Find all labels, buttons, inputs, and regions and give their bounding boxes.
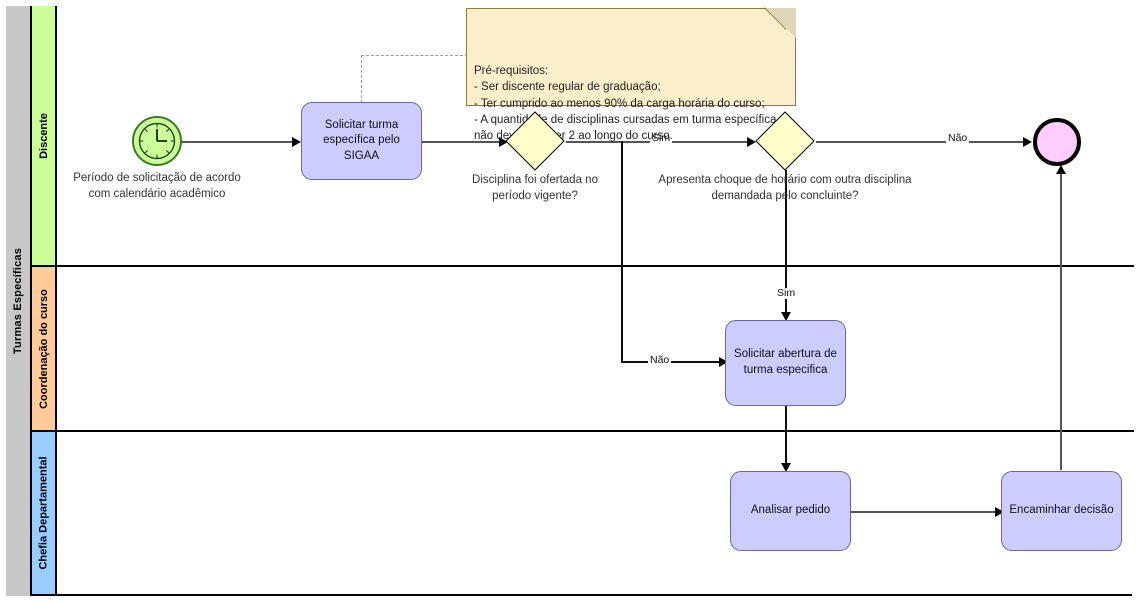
flow-gw-choque-nao (816, 141, 1028, 143)
flow-label-nao-oferta: Não (648, 354, 672, 366)
gateway-disciplina-ofertada[interactable] (505, 111, 565, 171)
task-solicitar-turma[interactable]: Solicitar turma específica pelo SIGAA (301, 102, 422, 180)
flow-gw-oferta-nao-seg3 (621, 361, 722, 363)
lane-chefia: Chefia Departamental (32, 432, 1134, 594)
association-note-seg-v (361, 55, 362, 103)
flow-gw-oferta-nao-seg1 (566, 141, 623, 143)
lane-body-coordenacao (57, 267, 1134, 430)
flow-analisar-to-encaminhar (851, 511, 1001, 513)
lane-label-coordenacao: Coordenação do curso (37, 288, 50, 409)
clock-icon (138, 122, 176, 160)
note-pre-requisitos: Pré-requisitos: - Ser discente regular d… (466, 0, 809, 142)
arrow-start-to-solicitar (292, 136, 301, 147)
flow-solicitar-to-gw-oferta (422, 141, 502, 143)
flow-abertura-to-analisar (785, 406, 787, 468)
gateway-choque-horario[interactable] (755, 111, 815, 171)
task-solicitar-abertura[interactable]: Solicitar abertura de turma especifica (725, 320, 846, 406)
start-event-periodo-solicitacao[interactable] (132, 116, 182, 166)
flow-label-sim-abertura: Sim (775, 287, 798, 299)
gateway-disciplina-ofertada-label: Disciplina foi ofertada no período vigen… (472, 174, 598, 202)
task-encaminhar-decisao[interactable]: Encaminhar decisão (1001, 471, 1122, 551)
lane-body-chefia (57, 432, 1134, 594)
gateway-diamond-icon (505, 111, 565, 171)
gateway-choque-horario-label: Apresenta choque de horário com outra di… (658, 174, 912, 202)
end-event[interactable] (1033, 118, 1081, 166)
flow-encaminhar-to-end (1060, 172, 1062, 470)
gateway-diamond-icon-2 (755, 111, 815, 171)
task-analisar-pedido[interactable]: Analisar pedido (730, 471, 851, 551)
lane-header-discente: Discente (32, 6, 57, 265)
note-text: Pré-requisitos: - Ser discente regular d… (474, 64, 777, 143)
arrow-gw-choque-sim (781, 312, 791, 321)
pool-title-label: Turmas Específicas (12, 247, 24, 355)
flow-gw-oferta-nao-seg2 (621, 141, 623, 362)
flow-gw-choque-sim (785, 170, 787, 316)
lane-header-coordenacao: Coordenação do curso (32, 267, 57, 430)
arrow-gw-choque-nao (1023, 136, 1032, 147)
arrow-abertura-to-analisar (781, 463, 791, 472)
lane-label-chefia: Chefia Departamental (37, 456, 50, 570)
arrow-analisar-to-encaminhar (995, 506, 1004, 517)
arrow-solicitar-to-gw-oferta (499, 136, 508, 147)
lane-header-chefia: Chefia Departamental (32, 432, 57, 594)
lane-label-discente: Discente (37, 112, 50, 159)
note-fold-icon (766, 8, 796, 38)
flow-start-to-solicitar (182, 141, 295, 143)
arrow-gw-oferta-nao (719, 357, 728, 367)
start-event-label: Período de solicitação de acordo com cal… (73, 172, 241, 200)
pool-title: Turmas Específicas (6, 6, 32, 596)
arrow-gw-oferta-sim (747, 136, 756, 147)
association-note-seg-h (361, 55, 468, 56)
flow-label-sim-choque: Sim (650, 133, 673, 144)
lane-coordenacao: Coordenação do curso (32, 267, 1134, 432)
flow-label-nao-fim: Não (946, 132, 970, 144)
arrow-encaminhar-to-end (1056, 165, 1066, 174)
